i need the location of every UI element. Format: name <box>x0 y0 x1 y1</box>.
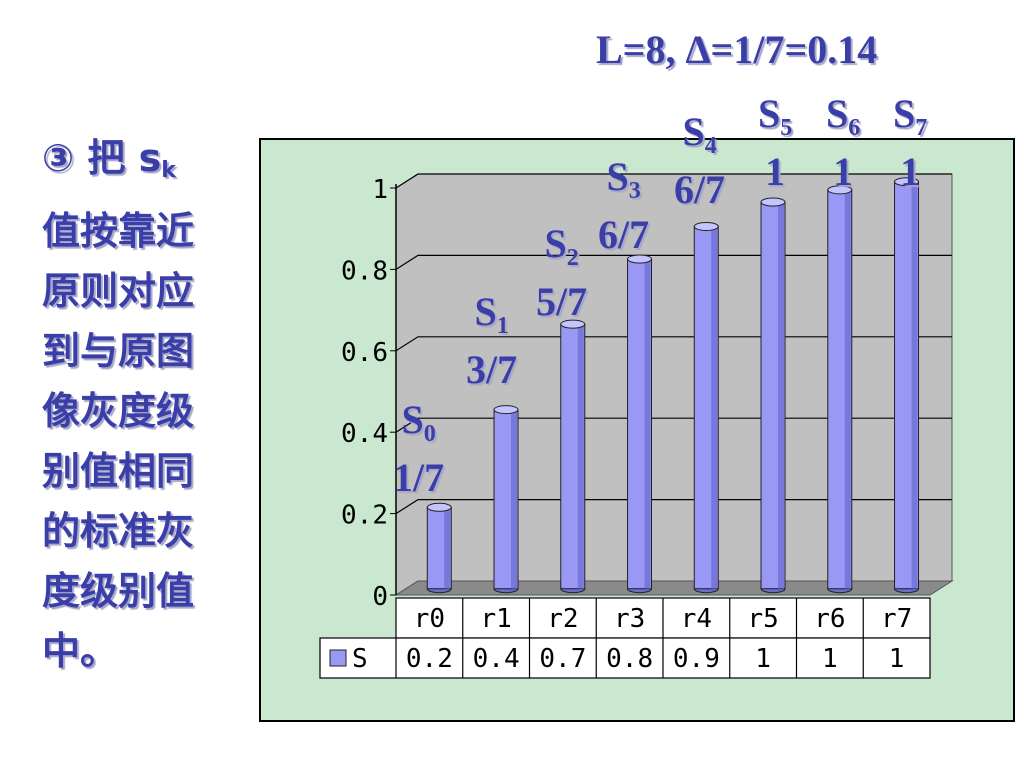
x-category-label: r7 <box>881 604 912 634</box>
s-label-1-symbol: S1 <box>474 289 509 340</box>
s-label-2-fraction: 5/7 <box>536 279 588 324</box>
bar-shade <box>778 202 785 589</box>
bar-top <box>693 221 719 231</box>
side-text-block: ③ 把 sk 值按靠近 原则对应 到与原图 像灰度级 别值相同 的标准灰 度级别… <box>42 128 254 681</box>
x-category-label: r2 <box>547 604 578 634</box>
chart-floor <box>394 580 954 596</box>
side-text-line-4: 到与原图 <box>42 329 195 373</box>
bar-top <box>760 197 786 207</box>
bar-r7 <box>894 177 920 594</box>
side-text-line-6: 别值相同 <box>42 449 195 493</box>
bar-shade <box>444 507 451 589</box>
side-text-line-3: 原则对应 <box>42 269 195 313</box>
x-category-label: r4 <box>681 604 712 634</box>
s-label-0-fraction: 1/7 <box>393 455 445 500</box>
bar-top <box>560 319 586 329</box>
bar-shade <box>644 259 651 589</box>
bar-top <box>827 185 853 195</box>
s-label-7-fraction: 1 <box>900 149 921 194</box>
bar-shade <box>577 324 584 589</box>
s-label-4-symbol: S4 <box>682 109 717 160</box>
y-tick-label: 0.6 <box>341 338 388 368</box>
side-text-line-7: 的标准灰 <box>42 509 195 553</box>
bar-shade <box>711 226 718 589</box>
side-text-line-1-prefix: ③ 把 s <box>42 136 162 180</box>
s-label-0-symbol: S0 <box>401 397 436 448</box>
s-label-5-fraction: 1 <box>765 149 786 194</box>
y-tick-label: 1 <box>372 175 388 205</box>
data-table-value: 0.2 <box>406 644 453 674</box>
side-text-line-2: 值按靠近 <box>42 209 195 253</box>
bar-top <box>627 254 653 264</box>
data-table-value: 0.7 <box>539 644 586 674</box>
y-tick-label: 0.8 <box>341 256 388 286</box>
side-text-line-9: 中。 <box>42 629 119 673</box>
bar-top <box>426 502 452 512</box>
bar-r1 <box>493 405 519 594</box>
s-label-2-symbol: S2 <box>544 221 579 272</box>
x-category-label: r0 <box>414 604 445 634</box>
y-tick-label: 0 <box>372 582 388 612</box>
x-category-label: r5 <box>747 604 778 634</box>
data-table-value: 0.9 <box>673 644 720 674</box>
bar-shade <box>511 409 518 589</box>
s-label-6-fraction: 1 <box>833 149 854 194</box>
y-tick-label: 0.4 <box>341 419 388 449</box>
bar-top <box>493 405 519 415</box>
bar-r0 <box>426 502 452 594</box>
s-label-5-symbol: S5 <box>758 91 793 142</box>
bar-r3 <box>627 254 653 594</box>
data-table-value: 1 <box>755 644 771 674</box>
side-text-line-8: 度级别值 <box>42 569 195 613</box>
legend-label: S <box>352 644 368 674</box>
bar-top <box>894 177 920 187</box>
gridline <box>395 173 952 189</box>
side-text-line-1-sub: k <box>161 158 176 183</box>
x-category-label: r6 <box>814 604 845 634</box>
data-table-value: 1 <box>822 644 838 674</box>
s-label-7-symbol: S7 <box>893 91 928 142</box>
s-label-3-symbol: S3 <box>606 154 641 205</box>
y-tick-label: 0.2 <box>341 501 388 531</box>
bar-shade <box>911 181 918 589</box>
bar-r6 <box>827 185 853 594</box>
s-label-6-symbol: S6 <box>826 91 861 142</box>
table-value-row <box>319 637 931 679</box>
x-category-label: r1 <box>480 604 511 634</box>
legend-swatch <box>329 649 347 667</box>
bar-r4 <box>693 221 719 594</box>
side-text-line-1: ③ 把 sk <box>42 128 254 201</box>
formula-heading: L=8, Δ=1/7=0.14 <box>596 27 878 72</box>
s-label-4-fraction: 6/7 <box>674 167 726 212</box>
data-table-value: 0.8 <box>606 644 653 674</box>
bar-r2 <box>560 319 586 594</box>
s-label-3-fraction: 6/7 <box>598 212 650 257</box>
bar-r5 <box>760 197 786 594</box>
side-text-line-5: 像灰度级 <box>42 389 195 433</box>
data-table-value: 1 <box>889 644 905 674</box>
x-category-label: r3 <box>614 604 645 634</box>
data-table-value: 0.4 <box>473 644 520 674</box>
bar-shade <box>844 189 851 589</box>
s-label-1-fraction: 3/7 <box>466 347 518 392</box>
